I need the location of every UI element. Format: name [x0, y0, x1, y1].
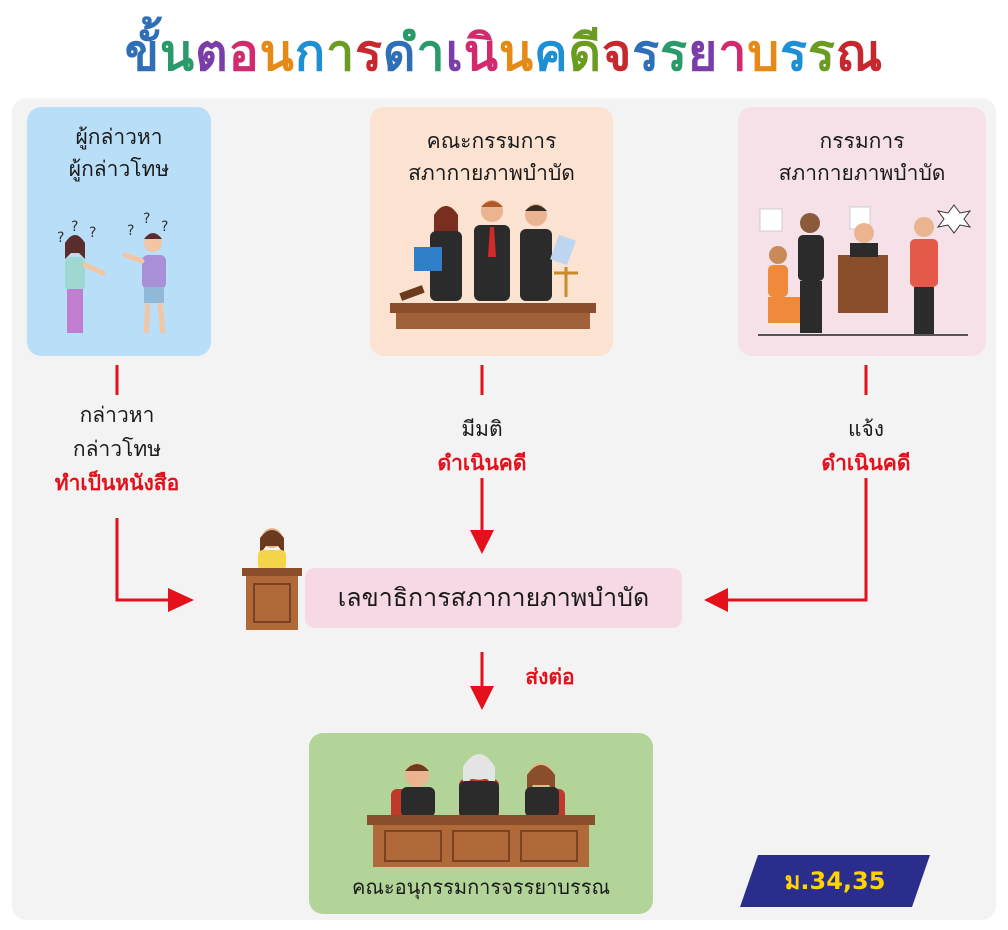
title-glyph: ร [632, 24, 661, 82]
left-arrowhead [168, 588, 194, 612]
committee-members-illustration [390, 200, 596, 329]
title-glyph: จ [602, 24, 633, 82]
committee-label-line2: สภากายภาพบำบัด [408, 161, 575, 185]
subcommittee-label: คณะอนุกรรมการจรรยาบรรณ [351, 875, 611, 899]
step-forward-label: ส่งต่อ [525, 665, 575, 689]
page-title: ขั้นตอนการดำเนินคดีจรรยาบรรณ [0, 18, 1008, 88]
title-glyph: ขั้ [124, 24, 160, 82]
section-badge: ม.34,35 [740, 855, 930, 907]
svg-text:?: ? [127, 223, 134, 239]
title-glyph: นิ [463, 24, 499, 82]
step-resolve-line2: ดำเนินคดี [437, 451, 527, 475]
title-glyph: ร [808, 24, 836, 82]
confused-people-illustration: ? ? ? ? ? ? [57, 211, 168, 334]
title-glyph: ณ [835, 24, 884, 82]
member-label-line1: กรรมการ [819, 129, 905, 153]
step-accuse-line3: ทำเป็นหนังสือ [54, 471, 180, 495]
title-glyph: ร [660, 24, 689, 82]
courtroom-illustration [758, 204, 972, 336]
member-card: กรรมการ สภากายภาพบำบัด [738, 107, 986, 356]
title-glyph: า [326, 24, 356, 82]
accuser-label: ผู้กล่าวหา ผู้กล่าวโทษ [27, 121, 211, 185]
member-label: กรรมการ สภากายภาพบำบัด [738, 125, 986, 189]
title-glyph: ย [688, 24, 719, 82]
forward-arrowhead [470, 686, 494, 710]
committee-label-line1: คณะกรรมการ [426, 129, 557, 153]
right-connector-to-secretary [726, 478, 868, 602]
title-glyph: น [498, 24, 535, 82]
step-accuse-line2: กล่าวโทษ [72, 437, 162, 461]
svg-text:?: ? [89, 225, 96, 241]
title-glyph: ร [780, 24, 808, 82]
step-resolve-line1: มีมติ [461, 417, 503, 441]
middle-arrowhead [470, 530, 494, 554]
section-badge-shape [740, 855, 930, 907]
svg-text:?: ? [57, 230, 64, 246]
title-glyph: ำ [416, 24, 446, 82]
title-glyph: เ [445, 24, 464, 82]
judges-panel-illustration [367, 754, 595, 867]
svg-text:?: ? [161, 219, 168, 235]
title-glyph: อ [228, 24, 260, 82]
title-glyph: ร [355, 24, 384, 82]
step-notify-line2: ดำเนินคดี [821, 451, 911, 475]
title-glyph: น [259, 24, 295, 82]
title-glyph: ก [294, 24, 327, 82]
section-badge-label: ม.34,35 [784, 867, 886, 895]
svg-text:?: ? [71, 219, 78, 235]
svg-text:?: ? [143, 211, 150, 227]
accuser-label-line2: ผู้กล่าวโทษ [68, 157, 170, 181]
accuser-label-line1: ผู้กล่าวหา [75, 125, 163, 149]
step-resolve: มีมติ ดำเนินคดี [400, 412, 564, 480]
left-connector-to-secretary [115, 518, 170, 602]
member-label-line2: สภากายภาพบำบัด [778, 161, 946, 185]
ethics-subcommittee-card: คณะอนุกรรมการจรรยาบรรณ [309, 733, 653, 914]
accuser-card: ผู้กล่าวหา ผู้กล่าวโทษ ? ? ? ? ? ? [27, 107, 211, 356]
title-glyph: ค [534, 24, 569, 82]
step-notify: แจ้ง ดำเนินคดี [786, 412, 946, 480]
title-glyph: ดี [568, 24, 602, 82]
secretary-podium-illustration [242, 528, 302, 630]
title-glyph: ด [383, 24, 417, 82]
step-notify-line1: แจ้ง [847, 417, 885, 441]
committee-card: คณะกรรมการ สภากายภาพบำบัด [370, 107, 613, 356]
committee-label: คณะกรรมการ สภากายภาพบำบัด [370, 125, 613, 189]
step-accuse-line1: กล่าวหา [79, 403, 155, 427]
title-glyph: า [718, 24, 748, 82]
secretary-general-box: เลขาธิการสภากายภาพบำบัด [305, 568, 682, 628]
title-glyph: ต [195, 24, 229, 82]
step-accuse: กล่าวหา กล่าวโทษ ทำเป็นหนังสือ [20, 398, 214, 500]
right-arrowhead [704, 588, 728, 612]
title-glyph: บ [747, 24, 781, 82]
title-glyph: น [159, 24, 196, 82]
